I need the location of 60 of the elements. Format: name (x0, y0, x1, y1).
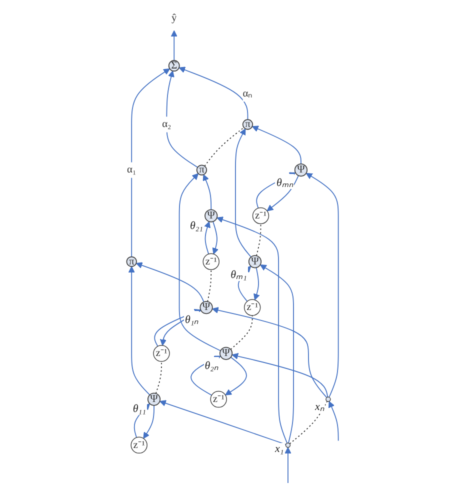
node-circle: π (196, 164, 208, 176)
node-caption: θₘₙ (275, 174, 294, 189)
node-circle: π (242, 119, 254, 130)
arrow (306, 172, 339, 398)
node-circle: π (126, 256, 137, 267)
node-circle: Σ (168, 60, 180, 72)
node-caption: θ₁₁ (132, 403, 147, 416)
arrow (252, 126, 302, 164)
arrow (212, 306, 328, 398)
node-circle: Ψ (220, 346, 233, 360)
node-caption: θ₂₁ (188, 220, 204, 232)
arrow (266, 175, 299, 212)
node-circle: Ψ (204, 209, 218, 222)
connector (207, 269, 212, 302)
node-circle (285, 442, 291, 448)
arrow (178, 66, 248, 120)
node-caption: x₁ (274, 443, 285, 456)
node-circle (326, 396, 331, 402)
node-circle: z⁻¹ (244, 299, 261, 316)
edge-label: α₂ (162, 118, 172, 130)
node-circle: z⁻¹ (202, 253, 220, 270)
arrow (216, 216, 288, 444)
arrow (235, 128, 252, 258)
arrow (204, 221, 210, 254)
arrow (128, 266, 150, 396)
arrow (232, 352, 328, 398)
arrow (212, 221, 219, 254)
arrow (328, 401, 339, 442)
node-text: ŷ (172, 12, 177, 24)
node-circle: Ψ (200, 300, 213, 314)
node-caption: θₘ₁ (230, 266, 248, 280)
edge-label: α₁ (127, 164, 136, 176)
connector (256, 223, 262, 256)
arrow (166, 70, 198, 168)
connector (155, 360, 162, 394)
node-circle: z⁻¹ (130, 436, 148, 454)
connector (289, 400, 328, 444)
node-circle: z⁻¹ (210, 390, 227, 408)
arrow (136, 262, 204, 302)
arrow (131, 68, 170, 258)
connector (230, 315, 253, 350)
connector (204, 127, 244, 167)
node-caption: θ₂ₙ (204, 357, 219, 372)
node-circle: z⁻¹ (153, 345, 170, 362)
arrow (202, 174, 212, 210)
node-circle: Ψ (294, 164, 308, 177)
arrow (284, 447, 292, 484)
arrow (238, 266, 252, 302)
arrow (160, 400, 286, 445)
arrow (254, 267, 260, 300)
arrow (260, 264, 294, 444)
arrow (225, 356, 247, 396)
node-circle: z⁻¹ (252, 207, 270, 224)
arrow (170, 30, 178, 61)
edge-label: αₙ (242, 88, 253, 100)
node-caption: θ₁ₙ (184, 311, 200, 326)
arrow (143, 404, 154, 439)
node-circle: Ψ (147, 392, 161, 406)
arrow (134, 403, 150, 438)
node-circle: Ψ (248, 255, 262, 268)
